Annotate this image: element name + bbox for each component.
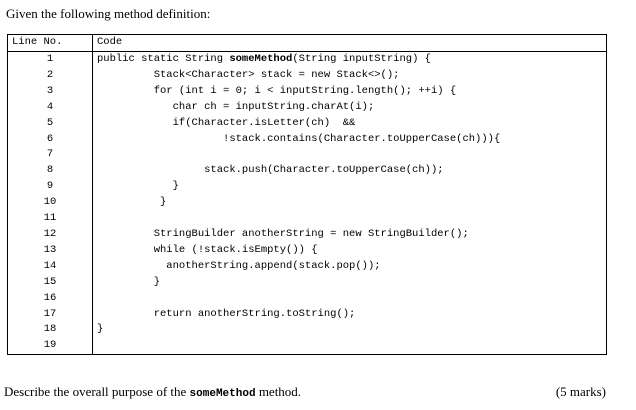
line-number: 15 bbox=[7, 274, 93, 291]
code-line: } bbox=[92, 274, 607, 291]
code-row: 9 } bbox=[7, 179, 607, 196]
code-row: 13 while (!stack.isEmpty()) { bbox=[7, 242, 607, 259]
code-line: !stack.contains(Character.toUpperCase(ch… bbox=[92, 131, 607, 148]
line-number: 6 bbox=[7, 131, 93, 148]
question-prefix: Describe the overall purpose of the bbox=[4, 384, 190, 399]
code-row: 6 !stack.contains(Character.toUpperCase(… bbox=[7, 131, 607, 148]
line-number: 14 bbox=[7, 258, 93, 275]
line-number: 8 bbox=[7, 163, 93, 180]
line-number: 18 bbox=[7, 322, 93, 339]
code-row: 10 } bbox=[7, 195, 607, 212]
code-text: (String inputString) { bbox=[292, 53, 431, 65]
code-row: 8 stack.push(Character.toUpperCase(ch)); bbox=[7, 163, 607, 180]
line-number-header: Line No. bbox=[7, 34, 93, 52]
code-line: public static String someMethod(String i… bbox=[92, 51, 607, 68]
question: Describe the overall purpose of the some… bbox=[4, 384, 606, 400]
code-line: return anotherString.toString(); bbox=[92, 306, 607, 323]
line-number: 13 bbox=[7, 242, 93, 259]
question-text: Describe the overall purpose of the some… bbox=[4, 384, 301, 400]
code-line: } bbox=[92, 195, 607, 212]
marks-label: (5 marks) bbox=[555, 384, 606, 399]
line-number: 11 bbox=[7, 211, 93, 227]
code-row: 19 bbox=[7, 338, 607, 356]
line-number: 16 bbox=[7, 290, 93, 307]
code-text: public static String bbox=[97, 53, 230, 65]
intro-text: Given the following method definition: bbox=[6, 6, 211, 21]
code-row: 14 anotherString.append(stack.pop()); bbox=[7, 258, 607, 275]
code-row: 7 bbox=[7, 147, 607, 164]
code-line: Stack<Character> stack = new Stack<>(); bbox=[92, 67, 607, 84]
code-line: if(Character.isLetter(ch) && bbox=[92, 115, 607, 132]
question-suffix: method. bbox=[255, 384, 302, 399]
code-line: anotherString.append(stack.pop()); bbox=[92, 258, 607, 275]
code-line bbox=[92, 338, 607, 356]
code-row: 18} bbox=[7, 322, 607, 339]
line-number: 19 bbox=[7, 338, 93, 356]
code-row: 11 bbox=[7, 211, 607, 227]
code-line: } bbox=[92, 179, 607, 196]
line-number: 17 bbox=[7, 306, 93, 323]
line-number: 3 bbox=[7, 83, 93, 100]
line-number: 4 bbox=[7, 99, 93, 116]
table-header-row: Line No. Code bbox=[7, 34, 607, 52]
code-row: 17 return anotherString.toString(); bbox=[7, 306, 607, 323]
code-line: stack.push(Character.toUpperCase(ch)); bbox=[92, 163, 607, 180]
code-line bbox=[92, 290, 607, 307]
code-row: 4 char ch = inputString.charAt(i); bbox=[7, 99, 607, 116]
code-row: 3 for (int i = 0; i < inputString.length… bbox=[7, 83, 607, 100]
line-number: 5 bbox=[7, 115, 93, 132]
code-header: Code bbox=[92, 34, 607, 52]
code-row: 16 bbox=[7, 290, 607, 307]
code-line: while (!stack.isEmpty()) { bbox=[92, 242, 607, 259]
line-number: 10 bbox=[7, 195, 93, 212]
code-row: 12 StringBuilder anotherString = new Str… bbox=[7, 226, 607, 243]
code-line: StringBuilder anotherString = new String… bbox=[92, 226, 607, 243]
method-name: someMethod bbox=[229, 53, 293, 65]
code-line: } bbox=[92, 322, 607, 339]
code-row: 5 if(Character.isLetter(ch) && bbox=[7, 115, 607, 132]
line-number: 12 bbox=[7, 226, 93, 243]
line-number: 1 bbox=[7, 51, 93, 68]
code-line: for (int i = 0; i < inputString.length()… bbox=[92, 83, 607, 100]
code-row: 2 Stack<Character> stack = new Stack<>()… bbox=[7, 67, 607, 84]
code-line bbox=[92, 211, 607, 227]
question-method-name: someMethod bbox=[189, 388, 256, 400]
line-number: 2 bbox=[7, 67, 93, 84]
code-line bbox=[92, 147, 607, 164]
line-number: 7 bbox=[7, 147, 93, 164]
line-number: 9 bbox=[7, 179, 93, 196]
code-line: char ch = inputString.charAt(i); bbox=[92, 99, 607, 116]
code-row: 15 } bbox=[7, 274, 607, 291]
